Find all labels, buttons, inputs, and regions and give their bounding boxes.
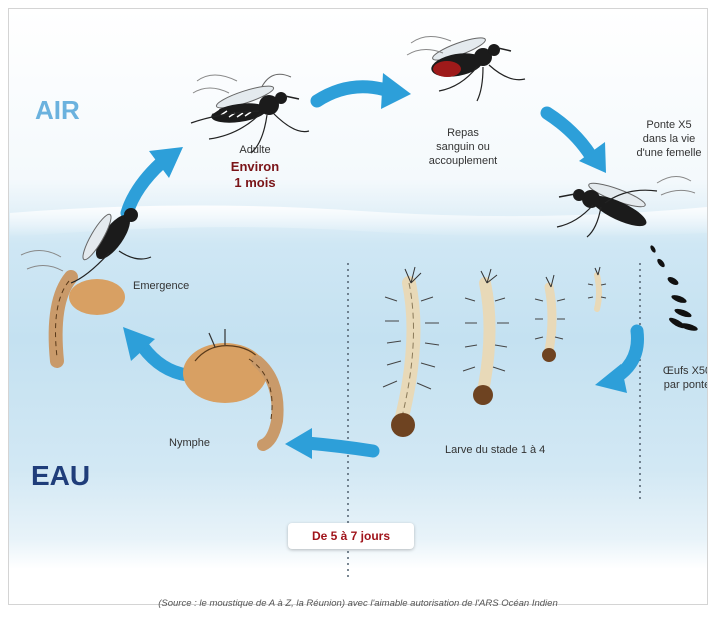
mosquito-icon [191,74,309,153]
diagram-artwork [9,9,707,604]
cycle-arrow-icon [595,331,638,393]
stage-label-pupa: Nymphe [169,436,210,450]
cycle-arrow-icon [547,113,606,173]
cycle-arrow-icon [285,428,373,459]
cycle-arrow-icon [127,147,183,213]
stage-duration-adult: Environ 1 mois [215,159,295,191]
pupa-icon [183,329,278,445]
zone-label-air: AIR [35,95,80,126]
larva-icon [463,269,509,405]
larva-icon [588,267,606,309]
stage-label-adult: Adulte [215,143,295,157]
egg-icon [649,245,698,333]
larva-icon [535,275,565,362]
stage-label-eggs: Œufs X50 par ponte [655,364,708,392]
stage-label-laying: Ponte X5 dans la vie d'une femelle [621,118,708,160]
zone-label-water: EAU [31,460,90,492]
stage-label-blood-meal: Repas sanguin ou accouplement [423,126,503,168]
stage-label-larvae: Larve du stade 1 à 4 [445,443,545,457]
aquatic-duration-badge: De 5 à 7 jours [288,523,414,549]
source-caption: (Source : le moustique de A à Z, la Réun… [0,598,716,609]
cycle-arrow-icon [317,73,411,109]
diagram-frame: AIR EAU Adulte Environ 1 mois Repas sang… [8,8,708,605]
stage-label-emergence: Emergence [133,279,189,293]
cycle-arrow-icon [123,327,187,375]
mosquito-icon [407,34,525,101]
larva-icon [383,267,439,437]
